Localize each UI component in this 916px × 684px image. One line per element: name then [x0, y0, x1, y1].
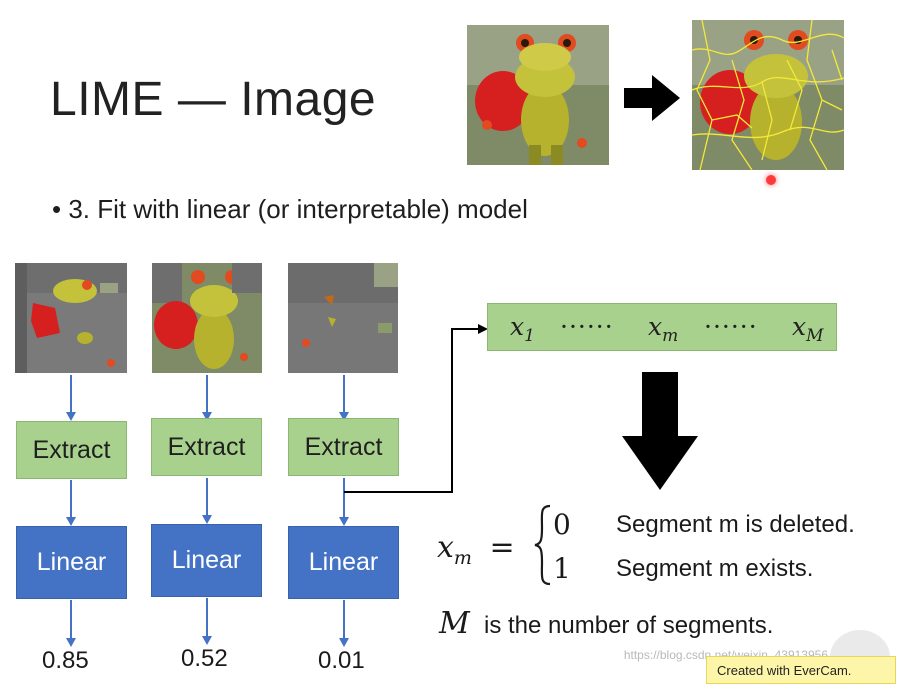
- curly-brace: [534, 504, 551, 586]
- slide-title: LIME — Image: [50, 73, 377, 126]
- M-text: is the number of segments.: [484, 612, 774, 639]
- perturbed-image-3: [288, 263, 398, 373]
- case0-value: 0: [553, 508, 571, 541]
- perturbed-image-2: [152, 263, 262, 373]
- frog-image-segmented: [692, 20, 844, 170]
- extract-box-3: Extract: [288, 418, 399, 476]
- linear-box-2: Linear: [151, 524, 262, 597]
- vector-xm: x: [648, 312, 663, 341]
- case0-text: Segment m is deleted.: [616, 511, 855, 538]
- linear-box-1: Linear: [16, 526, 127, 599]
- vector-dots-1: ······: [560, 312, 614, 341]
- vector-dots-2: ······: [704, 312, 758, 341]
- lhs-var: x: [437, 530, 454, 565]
- lhs-sub: m: [453, 547, 472, 569]
- linear-box-3: Linear: [288, 526, 399, 599]
- feature-vector: x1 ······ xm ······ xM: [487, 303, 837, 351]
- M-var: M: [439, 606, 470, 641]
- vector-xM-sub: M: [806, 326, 824, 346]
- equals-sign: =: [489, 530, 515, 565]
- score-2: 0.52: [181, 645, 228, 672]
- score-1: 0.85: [42, 647, 89, 674]
- extract-box-1: Extract: [16, 421, 127, 479]
- evercam-badge: Created with EverCam.: [706, 656, 896, 684]
- vector-x1-sub: 1: [524, 326, 535, 346]
- bullet-text: • 3. Fit with linear (or interpretable) …: [52, 194, 528, 224]
- frog-image-original: [467, 25, 609, 165]
- case1-value: 1: [553, 552, 571, 585]
- arrow-right-icon: [624, 75, 680, 126]
- pointer-dot: [766, 175, 776, 185]
- case1-text: Segment m exists.: [616, 555, 814, 582]
- extract-box-2: Extract: [151, 418, 262, 476]
- score-3: 0.01: [318, 647, 365, 674]
- vector-xm-sub: m: [662, 326, 679, 346]
- perturbed-image-1: [15, 263, 127, 373]
- vector-x1: x: [510, 312, 525, 341]
- vector-xM: x: [792, 312, 807, 341]
- definition-lhs: xm =: [437, 530, 515, 569]
